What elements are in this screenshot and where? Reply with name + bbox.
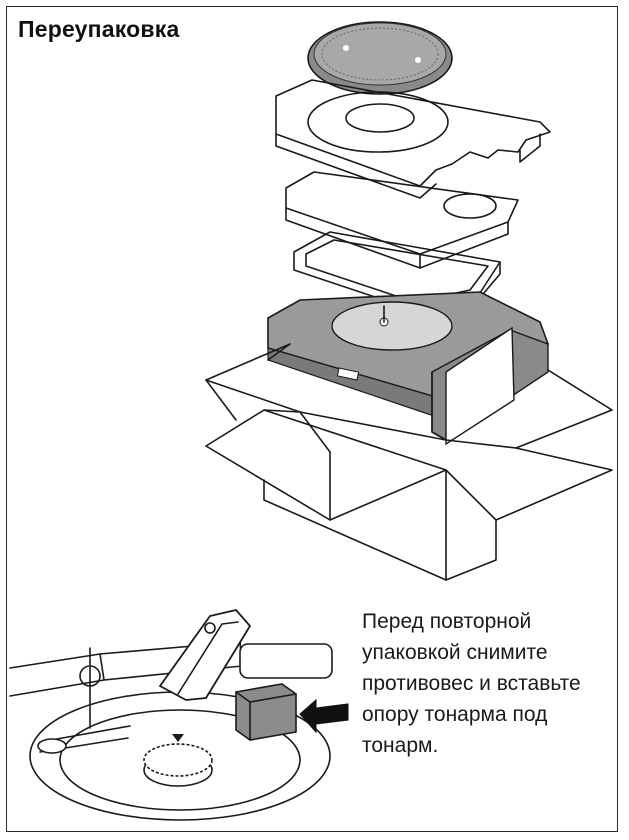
- packing-base: [267, 291, 549, 446]
- instruction-line: тонарм.: [362, 734, 439, 757]
- middle-foam-layer: [285, 171, 519, 269]
- page-title: Переупаковка: [18, 16, 180, 42]
- insert-arrow-icon: [299, 698, 349, 734]
- tonearm-support-block: [235, 683, 297, 741]
- instruction-line: противовес и вставьте: [362, 672, 581, 695]
- tonearm-diagram: [9, 609, 349, 821]
- instruction-line: упаковкой снимите: [362, 641, 548, 664]
- packing-diagram: [205, 21, 613, 581]
- top-foam-tray: [275, 79, 551, 199]
- tonearm-lift-bracket: [158, 609, 252, 701]
- instruction-text: Перед повторной упаковкой снимите против…: [362, 606, 612, 761]
- speed-dial: [143, 734, 213, 787]
- platter-icon: [307, 21, 453, 95]
- page-frame: [6, 6, 618, 832]
- open-box: [205, 343, 613, 581]
- instruction-line: Перед повторной: [362, 610, 532, 633]
- tonearm: [9, 641, 333, 754]
- instruction-line: опору тонарма под: [362, 703, 548, 726]
